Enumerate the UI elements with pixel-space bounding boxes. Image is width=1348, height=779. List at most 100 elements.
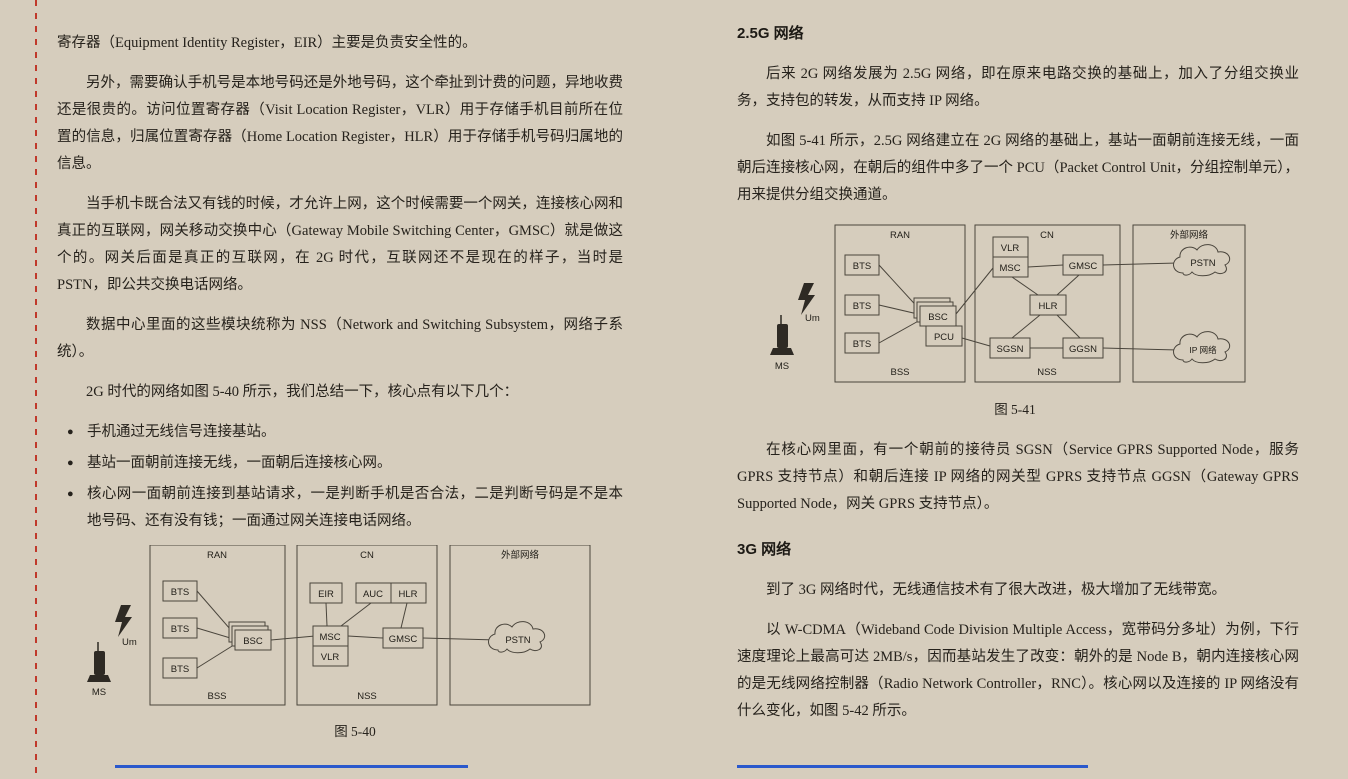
external-network-box (449, 545, 591, 706)
auc-node: AUC (355, 582, 392, 604)
msc-label: MSC (319, 632, 340, 643)
pcu-label: PCU (934, 332, 954, 343)
bullet-icon: ● (67, 426, 74, 438)
bullet-icon: ● (67, 488, 74, 500)
gmsc-node: GMSC (1062, 254, 1104, 276)
bts-label: BTS (171, 664, 189, 675)
figure-5-41-diagram: BTS BTS BTS BSC (770, 224, 1246, 383)
paragraph: 2G 时代的网络如图 5-40 所示，我们总结一下，核心点有以下几个： (86, 384, 519, 400)
ip-network-label: IP 网络 (1189, 345, 1217, 355)
bsc-label: BSC (928, 312, 948, 323)
ran-label: RAN (207, 550, 227, 561)
eir-node: EIR (309, 582, 343, 604)
bts-node: BTS (844, 254, 880, 276)
connector-lines (878, 262, 1179, 351)
cn-box (296, 545, 438, 706)
figure-5-40-diagram: BTS BTS BTS BSC (87, 545, 591, 706)
ran-box (149, 545, 286, 706)
bullet-item: ● 手机通过无线信号连接基站。 (67, 419, 623, 446)
gmsc-label: GMSC (1069, 261, 1098, 272)
bsc-label: BSC (243, 636, 263, 647)
hlr-node: HLR (1029, 294, 1067, 316)
left-page: 寄存器（Equipment Identity Register，EIR）主要是负… (57, 30, 623, 759)
right-page: 2.5G 网络 后来 2G 网络发展为 2.5G 网络，即在原来电路交换的基础上… (737, 20, 1299, 738)
ggsn-label: GGSN (1069, 344, 1097, 355)
bullet-list: ● 手机通过无线信号连接基站。 ● 基站一面朝前连接无线，一面朝后连接核心网。 … (67, 419, 623, 535)
vlr-label: VLR (1001, 243, 1020, 254)
bts-node: BTS (162, 657, 198, 679)
vlr-node: VLR (312, 645, 349, 667)
bullet-text: 基站一面朝前连接无线，一面朝后连接核心网。 (87, 455, 392, 471)
bullet-item: ● 基站一面朝前连接无线，一面朝后连接核心网。 (67, 450, 623, 477)
section-heading-2-5g: 2.5G 网络 (737, 25, 804, 42)
paragraph: 寄存器（Equipment Identity Register，EIR）主要是负… (57, 35, 477, 51)
msc-node: MSC (992, 256, 1029, 278)
external-network-label: 外部网络 (501, 549, 540, 561)
bsc-node: BSC (913, 297, 957, 327)
hlr-label: HLR (1038, 301, 1057, 312)
figure-5-40-caption: 图 5-40 (334, 724, 376, 739)
auc-label: AUC (363, 589, 383, 600)
bts-label: BTS (171, 587, 189, 598)
paragraph: 以 W-CDMA（Wideband Code Division Multiple… (737, 622, 1299, 719)
cn-label: CN (1040, 230, 1054, 241)
pcu-node: PCU (925, 325, 963, 347)
paragraph: 另外，需要确认手机号是本地号码还是外地号码，这个牵扯到计费的问题，异地收费还是很… (57, 75, 623, 172)
cn-box (974, 224, 1121, 383)
bss-label: BSS (890, 367, 909, 378)
ran-label: RAN (890, 230, 910, 241)
pstn-cloud: PSTN (488, 621, 546, 654)
bullet-text: 手机通过无线信号连接基站。 (87, 424, 276, 440)
margin-guide-line (35, 0, 37, 779)
paragraph: 到了 3G 网络时代，无线通信技术有了很大改进，极大增加了无线带宽。 (766, 582, 1226, 598)
paragraph: 在核心网里面，有一个朝前的接待员 SGSN（Service GPRS Suppo… (737, 442, 1299, 512)
bts-label: BTS (853, 301, 871, 312)
hlr-label: HLR (398, 589, 417, 600)
bts-label: BTS (853, 339, 871, 350)
connector-lines (196, 590, 498, 669)
bullet-icon: ● (67, 457, 74, 469)
ms-label: MS (92, 687, 106, 698)
cn-label: CN (360, 550, 374, 561)
bts-node: BTS (162, 580, 198, 602)
bts-label: BTS (171, 624, 189, 635)
mobile-phone-icon (87, 642, 111, 682)
um-label: Um (122, 637, 137, 648)
paragraph: 数据中心里面的这些模块统称为 NSS（Network and Switching… (57, 317, 623, 360)
vlr-node: VLR (992, 236, 1029, 258)
bullet-item: ● 核心网一面朝前连接到基站请求，一是判断手机是否合法，二是判断号码是不是本地号… (67, 481, 623, 535)
external-network-label: 外部网络 (1170, 229, 1209, 241)
external-network-box (1132, 224, 1246, 383)
bts-node: BTS (844, 332, 880, 354)
eir-label: EIR (318, 589, 334, 600)
paragraph: 后来 2G 网络发展为 2.5G 网络，即在原来电路交换的基础上，加入了分组交换… (737, 66, 1299, 109)
um-label: Um (805, 313, 820, 324)
ggsn-node: GGSN (1062, 337, 1104, 359)
paragraph: 当手机卡既合法又有钱的时候，才允许上网，这个时候需要一个网关，连接核心网和真正的… (57, 196, 623, 293)
gmsc-node: GMSC (382, 627, 424, 649)
figure-5-41-caption: 图 5-41 (994, 402, 1036, 417)
bts-label: BTS (853, 261, 871, 272)
bsc-node: BSC (228, 621, 272, 651)
pstn-cloud: PSTN (1173, 244, 1231, 277)
ip-network-cloud: IP 网络 (1173, 331, 1231, 364)
bts-node: BTS (162, 617, 198, 639)
bts-node: BTS (844, 294, 880, 316)
gmsc-label: GMSC (389, 634, 418, 645)
ms-label: MS (775, 361, 789, 372)
nss-label: NSS (357, 691, 377, 702)
lightning-icon (798, 283, 815, 315)
nss-label: NSS (1037, 367, 1057, 378)
section-heading-3g: 3G 网络 (737, 541, 792, 558)
bullet-text: 核心网一面朝前连接到基站请求，一是判断手机是否合法，二是判断号码是不是本地号码、… (87, 486, 623, 529)
pstn-label: PSTN (1190, 258, 1215, 269)
bss-label: BSS (207, 691, 226, 702)
figure-5-40-block: BTS BTS BTS BSC (85, 545, 625, 745)
sgsn-node: SGSN (989, 337, 1031, 359)
lightning-icon (115, 605, 132, 637)
mobile-phone-icon (770, 315, 794, 355)
figure-5-41-block: BTS BTS BTS BSC (760, 222, 1270, 423)
paragraph: 如图 5-41 所示，2.5G 网络建立在 2G 网络的基础上，基站一面朝前连接… (737, 133, 1299, 203)
reading-progress-underline-right (737, 765, 1088, 768)
